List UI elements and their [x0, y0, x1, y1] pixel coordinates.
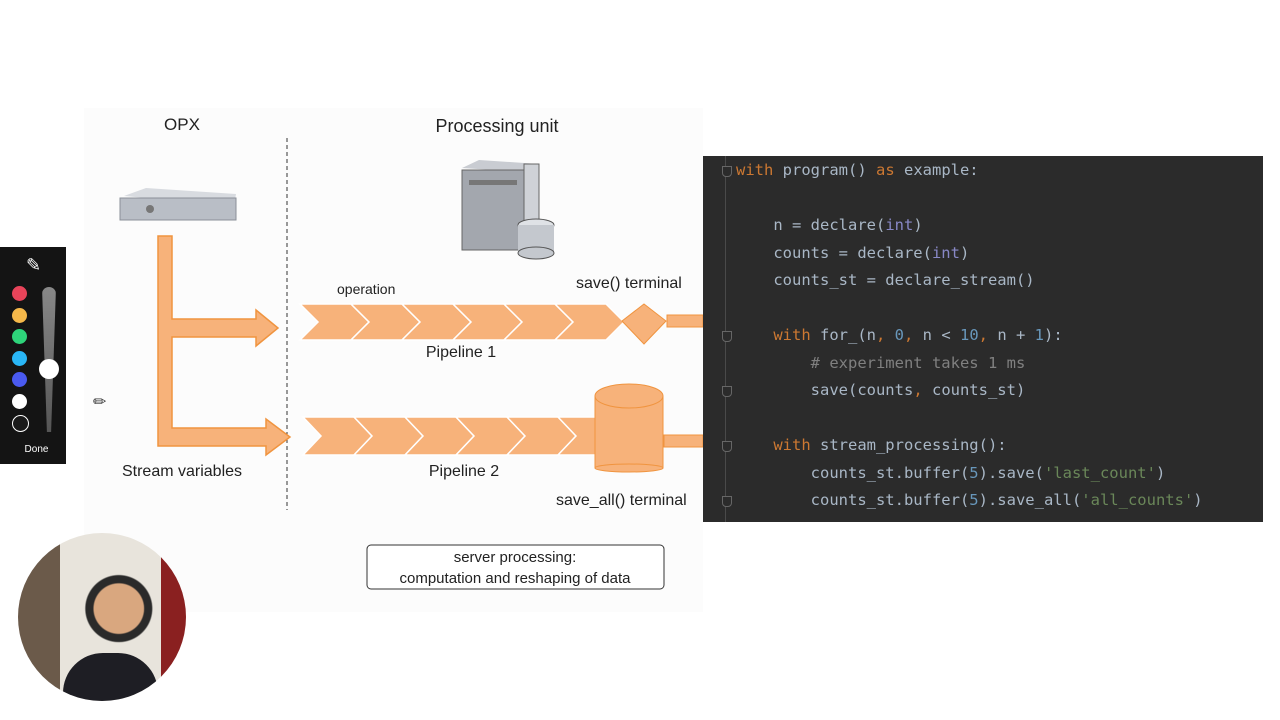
code-token: counts_st = declare_stream() [736, 271, 1035, 289]
code-token: ) [1155, 463, 1166, 482]
pipeline-1-label: Pipeline 1 [426, 344, 496, 361]
save-all-terminal-label: save_all() terminal [556, 492, 687, 509]
pipeline-2-chevrons [301, 416, 629, 456]
pencil-cursor-icon: ✏ [93, 394, 107, 411]
code-line: counts_st.buffer(5).save_all('all_counts… [736, 487, 1203, 514]
color-swatch[interactable] [12, 415, 29, 432]
color-swatch[interactable] [12, 286, 27, 301]
annotation-toolbar: ✎ Done [0, 247, 66, 464]
code-token: , [875, 326, 895, 344]
code-token: example: [894, 161, 979, 179]
code-token: with [736, 161, 774, 179]
code-token: 1 [1034, 326, 1045, 344]
code-token: n + [997, 326, 1035, 344]
code-line: # experiment takes 1 ms [736, 350, 1026, 377]
code-token: int [885, 216, 914, 234]
color-swatch[interactable] [12, 329, 27, 344]
code-token: ): [1044, 326, 1063, 344]
code-token: n = declare( [736, 216, 886, 234]
server-box-line-1: server processing: [454, 549, 577, 566]
code-token: counts_st) [931, 381, 1026, 399]
code-fold-icon[interactable] [722, 166, 732, 177]
save-terminal-diamond [621, 303, 667, 345]
code-token: n < [922, 326, 960, 344]
code-token: 5 [969, 463, 979, 482]
server-processing-box [366, 544, 665, 590]
code-token: ) [913, 216, 923, 234]
code-token: program() [773, 161, 876, 179]
code-token: as [875, 161, 895, 179]
color-swatch[interactable] [12, 307, 27, 323]
save-terminal-label: save() terminal [576, 275, 682, 292]
processing-unit-label: Processing unit [435, 116, 558, 136]
code-token: stream_processing(): [810, 436, 1007, 454]
code-token: ) [1193, 491, 1203, 509]
code-token: ).save( [978, 463, 1044, 482]
server-box-line-2: computation and reshaping of data [400, 570, 632, 587]
pipeline-2-output [663, 434, 703, 448]
color-swatch[interactable] [12, 393, 27, 409]
opx-device-icon [119, 188, 237, 221]
code-line: counts_st.buffer(5).save('last_count') [736, 460, 1166, 487]
stream-variables-label: Stream variables [122, 463, 242, 480]
code-token: save(counts [736, 381, 914, 399]
code-fold-icon[interactable] [722, 441, 732, 452]
code-fold-icon[interactable] [722, 386, 732, 397]
color-swatch[interactable] [12, 372, 27, 387]
code-line: with stream_processing(): [736, 432, 1007, 459]
code-fold-icon[interactable] [722, 496, 732, 507]
presenter-webcam [18, 533, 186, 701]
code-token: int [931, 243, 960, 262]
pen-icon[interactable]: ✎ [26, 255, 42, 275]
pen-size-slider-knob[interactable] [39, 359, 59, 379]
code-line: save(counts, counts_st) [736, 377, 1026, 404]
code-token: # experiment takes 1 ms [736, 353, 1026, 372]
code-token: , [913, 381, 932, 399]
pipeline-1-chevrons [298, 303, 626, 341]
pipeline-diagram: OPX Processing unit operation save() ter… [84, 108, 703, 612]
save-all-terminal-cylinder [594, 383, 664, 473]
code-token: with [736, 326, 811, 344]
code-token: 10 [960, 326, 979, 344]
server-icon [461, 160, 555, 260]
code-token: counts = declare( [736, 243, 932, 262]
pipeline-2-label: Pipeline 2 [429, 463, 499, 480]
code-token: counts_st.buffer( [736, 491, 970, 509]
input-arrows [157, 235, 292, 457]
opx-label: OPX [164, 115, 200, 134]
color-swatch[interactable] [12, 350, 27, 366]
code-token: ) [959, 243, 970, 262]
code-line: counts = declare(int) [736, 240, 969, 267]
code-token: , [978, 326, 998, 344]
pipeline-operation-chevron [553, 303, 626, 341]
code-editor: with program() as example: n = declare(i… [703, 156, 1263, 522]
code-token: 'last_count' [1043, 463, 1156, 482]
code-token: , [904, 326, 923, 344]
code-token: ).save_all( [978, 491, 1082, 509]
code-line: n = declare(int) [736, 212, 923, 239]
code-line: with program() as example: [736, 157, 979, 184]
done-button[interactable]: Done [24, 444, 49, 455]
code-token: 0 [894, 326, 904, 344]
code-token: with [736, 436, 811, 454]
pipeline-1-output [666, 314, 703, 328]
code-token: for_(n [810, 326, 876, 344]
code-line: with for_(n, 0, n < 10, n + 1): [736, 322, 1063, 349]
code-token: 5 [969, 491, 979, 509]
code-token: counts_st.buffer( [736, 463, 970, 482]
code-token: 'all_counts' [1081, 491, 1194, 509]
operation-label: operation [337, 281, 395, 297]
code-fold-icon[interactable] [722, 331, 732, 342]
code-line: counts_st = declare_stream() [736, 267, 1035, 294]
presenter-body [63, 653, 158, 701]
